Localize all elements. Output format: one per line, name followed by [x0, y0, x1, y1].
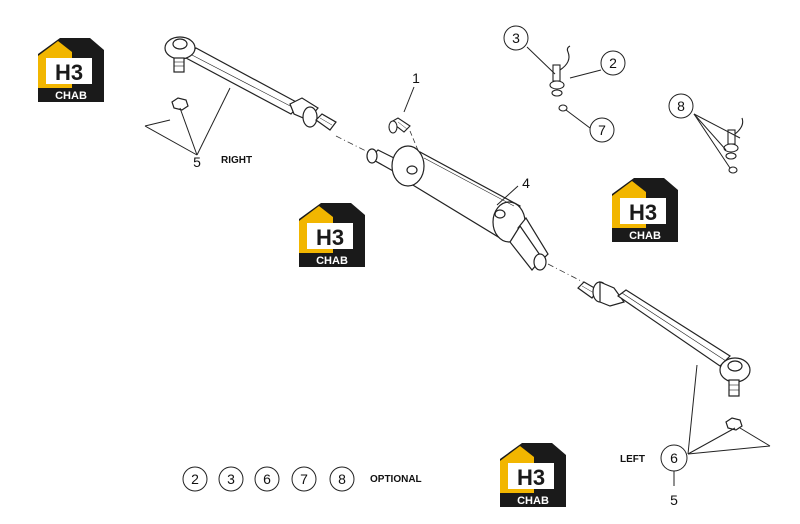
callout-number-1: 1 [412, 70, 420, 86]
leader-lines-8 [693, 113, 741, 169]
watermark-word: CHAB [629, 230, 661, 242]
optional-part-number: 2 [191, 471, 199, 487]
watermark-word: CHAB [517, 495, 549, 507]
watermark-word: CHAB [316, 255, 348, 267]
right-tie-rod [164, 36, 337, 131]
label-optional: OPTIONAL [370, 474, 422, 485]
callout-number-7: 7 [598, 122, 606, 138]
watermark-logo-bottom: CHAB [500, 443, 566, 507]
optional-callout: 7 [291, 466, 317, 492]
optional-part-number: 6 [263, 471, 271, 487]
steering-cylinder [366, 145, 549, 271]
callout-number-5-right: 5 [193, 154, 201, 170]
optional-part-number: 8 [338, 471, 346, 487]
callout-number-3: 3 [512, 30, 520, 46]
bolt-part-1 [388, 117, 411, 134]
callout-6: 6 [660, 444, 688, 472]
callout-8: 8 [668, 93, 694, 119]
callout-number-8: 8 [677, 98, 685, 114]
callout-3: 3 [503, 25, 529, 51]
optional-callout: 6 [254, 466, 280, 492]
watermark-logo-center-left: CHAB [299, 203, 365, 267]
watermark-logo-right: CHAB [612, 178, 678, 242]
callout-number-6: 6 [670, 450, 678, 466]
callout-number-5-left: 5 [670, 492, 678, 508]
leader-line-1 [403, 86, 415, 113]
optional-callout: 3 [218, 466, 244, 492]
leader-lines-5-right [144, 87, 231, 156]
left-tie-rod [577, 281, 751, 431]
center-line-right [335, 135, 369, 153]
leader-lines-fitting [526, 46, 602, 129]
grease-fitting-assembly-8 [723, 117, 744, 174]
callout-2: 2 [600, 50, 626, 76]
watermark-logo-top-left: CHAB [38, 38, 104, 102]
optional-callout: 8 [329, 466, 355, 492]
optional-callout: 2 [182, 466, 208, 492]
label-left: LEFT [620, 454, 645, 465]
grease-fitting-assembly [549, 45, 571, 112]
callout-number-2: 2 [609, 55, 617, 71]
watermark-word: CHAB [55, 90, 87, 102]
label-right: RIGHT [221, 155, 252, 166]
optional-part-number: 3 [227, 471, 235, 487]
optional-part-number: 7 [300, 471, 308, 487]
callout-7: 7 [589, 117, 615, 143]
center-line-left [547, 263, 586, 284]
leader-line-4 [496, 185, 519, 206]
callout-number-4: 4 [522, 175, 530, 191]
optional-parts-legend: 2 3 6 7 8 OPTIONAL [182, 466, 422, 492]
leader-lines-6-left [687, 364, 771, 455]
